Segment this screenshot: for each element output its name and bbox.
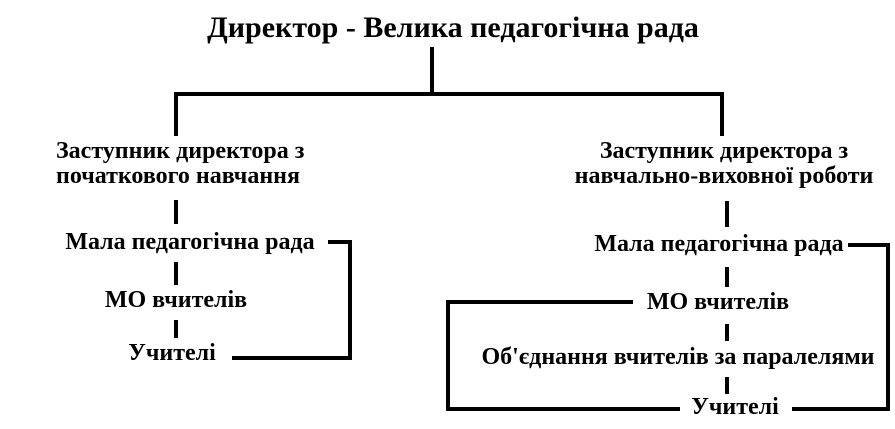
deputy-educational-line2: навчально-виховної роботи [574, 163, 874, 189]
connector-left-council-feedback-dash [328, 240, 352, 244]
connector-left-mo-to-teachers [174, 320, 178, 338]
connector-right-teachers-feedback-left [446, 407, 680, 411]
node-left-small-pedagogical-council: Мала педагогічна рада [65, 229, 315, 255]
connector-right-deputy-to-council [725, 201, 729, 227]
node-right-teachers-association: Об'єднання вчителів за паралелями [481, 344, 875, 370]
deputy-primary-line2: початкового навчання [56, 163, 300, 189]
deputy-primary-line1: Заступник директора з [56, 138, 305, 164]
connector-right-teachers-feedback-right [792, 407, 890, 411]
node-deputy-primary-education: Заступник директора з початкового навчан… [56, 139, 336, 189]
connector-right-mo-to-association [725, 324, 729, 341]
connector-left-deputy-to-council [174, 200, 178, 224]
deputy-educational-line1: Заступник директора з [599, 138, 849, 164]
connector-right-branch-drop [720, 92, 724, 136]
node-deputy-educational-work: Заступник директора з навчально-виховної… [574, 139, 874, 189]
connector-right-council-to-mo [725, 267, 729, 287]
connector-title-drop [430, 47, 434, 93]
connector-right-association-to-teachers [725, 377, 729, 394]
node-right-mo-teachers: МО вчителів [646, 289, 790, 315]
node-left-teachers: Учителі [128, 340, 216, 366]
node-director-big-council: Директор - Велика педагогічна рада [207, 11, 699, 44]
node-left-mo-teachers: МО вчителів [104, 287, 248, 313]
connector-top-horizontal [174, 92, 724, 96]
connector-left-feedback-vertical [348, 240, 352, 360]
connector-right-feedback-vertical-left [446, 300, 450, 411]
connector-left-teachers-feedback [232, 356, 352, 360]
connector-right-feedback-vertical-right [886, 243, 890, 411]
connector-left-branch-drop [174, 92, 178, 136]
connector-right-mo-feedback-horizontal [446, 300, 633, 304]
node-right-teachers: Учителі [691, 394, 779, 420]
node-right-small-pedagogical-council: Мала педагогічна рада [594, 231, 844, 257]
connector-left-council-to-mo [174, 262, 178, 285]
connector-right-council-feedback-dash [848, 243, 890, 247]
